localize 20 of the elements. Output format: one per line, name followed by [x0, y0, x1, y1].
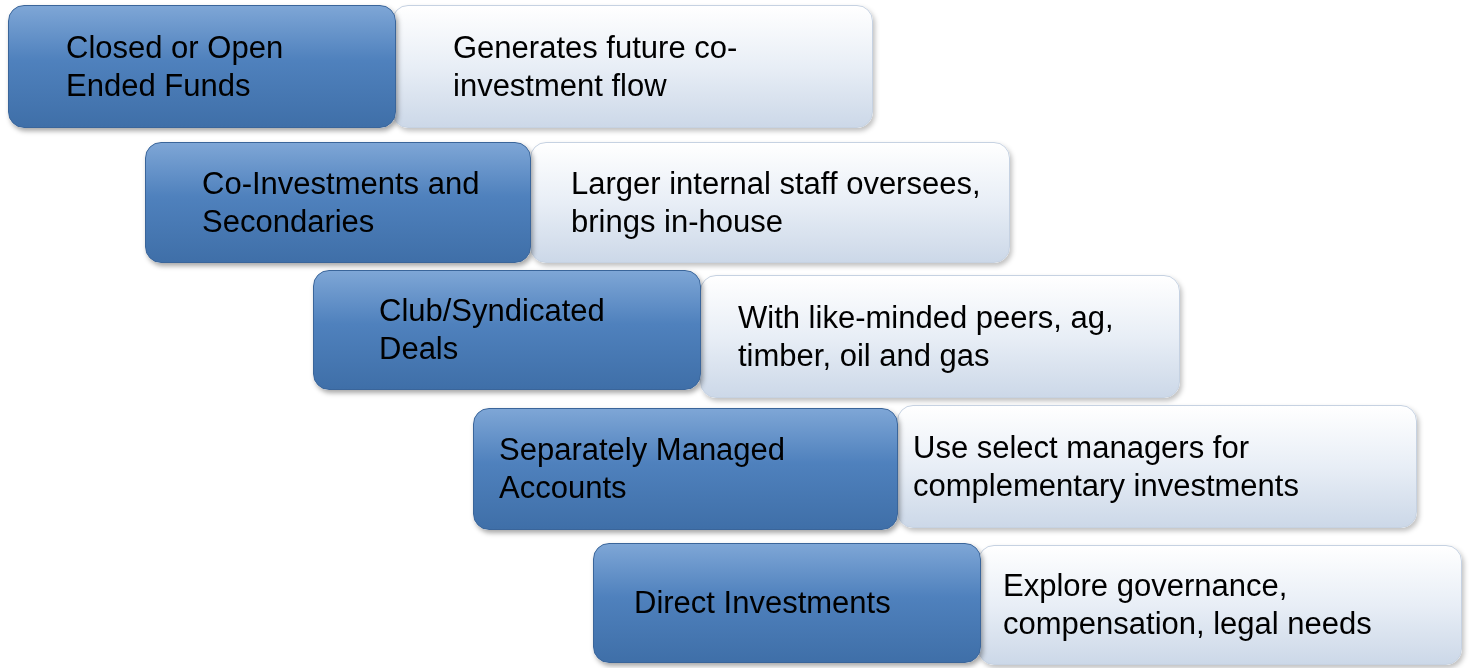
- category-box: [8, 5, 396, 128]
- description-text: Use select managers for complementary investments: [913, 428, 1300, 505]
- category-label: Separately Managed Accounts: [499, 431, 787, 507]
- description-box: [978, 545, 1462, 665]
- category-label: Direct Investments: [634, 584, 891, 622]
- category-box: [313, 270, 701, 390]
- description-text: Generates future co-investment flow: [453, 28, 739, 105]
- category-box: [145, 142, 531, 263]
- description-box: [392, 5, 873, 128]
- description-text: Larger internal staff oversees, brings in-house: [571, 164, 982, 241]
- description-text: Explore governance, compensation, legal needs: [1003, 567, 1373, 643]
- description-box: [897, 405, 1417, 528]
- category-box: [593, 543, 981, 663]
- description-box: [700, 275, 1180, 398]
- category-box: [473, 408, 898, 530]
- category-label: Closed or Open Ended Funds: [66, 28, 285, 105]
- description-box: [530, 142, 1010, 263]
- category-label: Co-Investments and Secondaries: [202, 164, 481, 241]
- category-label: Club/Syndicated Deals: [379, 292, 606, 368]
- description-text: With like-minded peers, ag, timber, oil and gas: [738, 298, 1115, 375]
